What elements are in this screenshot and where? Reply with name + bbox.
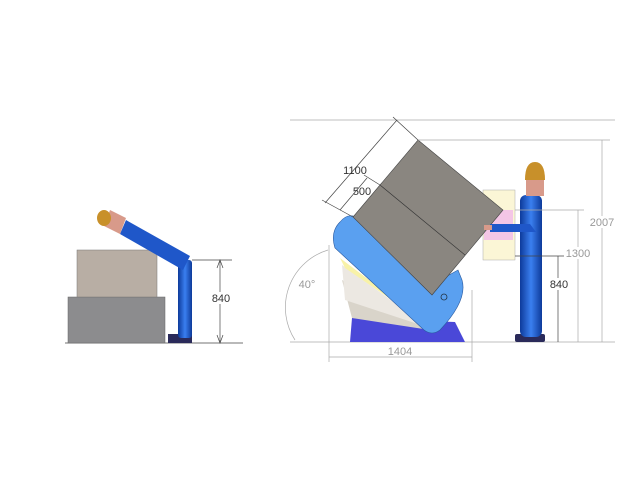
dim-1300: 1300: [515, 209, 590, 342]
dim-angle: 40°: [285, 249, 329, 341]
svg-text:1300: 1300: [566, 248, 590, 260]
left-view: 840: [65, 210, 243, 344]
svg-text:40°: 40°: [299, 279, 316, 291]
upper-box: [76, 249, 158, 298]
dim-840: 840: [515, 255, 570, 342]
height-dimension: 840: [192, 259, 232, 344]
operator-figure-standing: [484, 162, 545, 342]
dim-label-840: 840: [212, 293, 230, 305]
dim-2007: 2007: [418, 139, 614, 342]
dim-500: 500: [339, 174, 381, 211]
pivot-icon: [440, 293, 448, 301]
svg-text:840: 840: [550, 279, 568, 291]
dim-1100: 1100: [321, 116, 419, 218]
svg-text:1100: 1100: [343, 165, 367, 177]
svg-text:1404: 1404: [388, 346, 412, 358]
right-view: 2007 1300 840 1404 1100: [285, 116, 615, 362]
lower-crate: [67, 296, 166, 344]
svg-text:2007: 2007: [590, 217, 614, 229]
svg-text:500: 500: [353, 186, 371, 198]
box-midline: [379, 184, 466, 256]
tilted-box: [352, 139, 504, 296]
operator-figure-bent: [97, 210, 192, 343]
dim-1404: 1404: [328, 245, 473, 362]
